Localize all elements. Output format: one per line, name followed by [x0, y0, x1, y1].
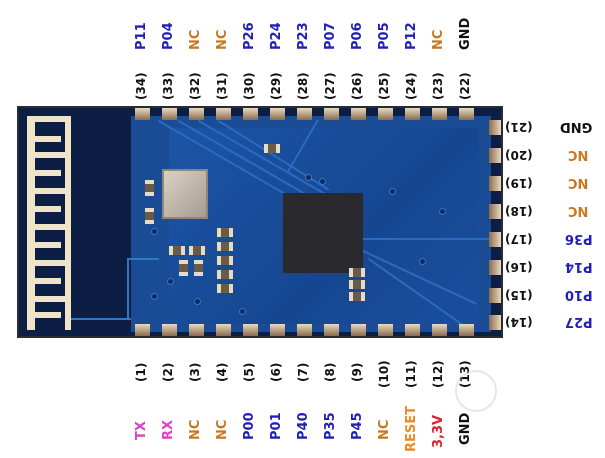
pin-label: NC — [568, 175, 589, 190]
pin-number: (22) — [458, 72, 472, 100]
pin-label: P06 — [350, 22, 365, 50]
pin-label: P01 — [269, 412, 284, 440]
pin-number: (26) — [350, 72, 364, 100]
pin-number: (19) — [505, 176, 533, 190]
pin-label: P24 — [269, 22, 284, 50]
pin-number: (12) — [431, 360, 445, 388]
pin-number: (2) — [161, 362, 175, 382]
pin-number: (32) — [188, 72, 202, 100]
pin-number: (3) — [188, 362, 202, 382]
capacitor — [145, 208, 154, 224]
capacitor — [145, 180, 154, 196]
pin-number: (11) — [404, 360, 418, 388]
pin-number: (29) — [269, 72, 283, 100]
pin-label: NC — [215, 29, 230, 50]
pin-number: (18) — [505, 204, 533, 218]
bluetooth-module-board — [17, 106, 503, 338]
pin-number: (27) — [323, 72, 337, 100]
pin-label: P36 — [565, 231, 593, 246]
resistor — [264, 144, 280, 153]
pin-label: GND — [458, 412, 473, 445]
copyright-watermark-icon — [455, 370, 497, 412]
pin-number: (23) — [431, 72, 445, 100]
pin-label: P00 — [242, 412, 257, 440]
pin-label: RESET — [404, 405, 419, 452]
capacitor — [179, 260, 188, 276]
resistor — [349, 292, 365, 301]
pcb-antenna-icon — [27, 116, 71, 330]
pin-label: P23 — [296, 22, 311, 50]
pin-number: (5) — [242, 362, 256, 382]
pin-number: (31) — [215, 72, 229, 100]
pin-label: P40 — [296, 412, 311, 440]
pin-label: GND — [560, 119, 593, 134]
resistor — [217, 228, 233, 237]
resistor — [189, 246, 205, 255]
pin-label: P35 — [323, 412, 338, 440]
pin-label: 3,3V — [431, 414, 446, 448]
pin-number: (30) — [242, 72, 256, 100]
pin-label: NC — [215, 419, 230, 440]
pin-label: NC — [377, 419, 392, 440]
pin-label: P26 — [242, 22, 257, 50]
pin-number: (14) — [505, 315, 533, 329]
pin-number: (4) — [215, 362, 229, 382]
pin-number: (34) — [134, 72, 148, 100]
resistor — [217, 256, 233, 265]
pin-number: (8) — [323, 362, 337, 382]
pin-number: (15) — [505, 288, 533, 302]
pin-label: P04 — [161, 22, 176, 50]
crystal-oscillator — [162, 169, 208, 219]
resistor — [349, 268, 365, 277]
pin-label: NC — [188, 29, 203, 50]
pin-label: P07 — [323, 22, 338, 50]
pin-number: (21) — [505, 120, 533, 134]
pin-number: (1) — [134, 362, 148, 382]
pin-number: (33) — [161, 72, 175, 100]
pin-label: P10 — [565, 287, 593, 302]
pin-number: (17) — [505, 232, 533, 246]
pin-label: GND — [458, 17, 473, 50]
pin-number: (20) — [505, 148, 533, 162]
pin-number: (7) — [296, 362, 310, 382]
pin-label: RX — [161, 419, 176, 440]
pin-number: (6) — [269, 362, 283, 382]
pin-number: (28) — [296, 72, 310, 100]
pin-number: (9) — [350, 362, 364, 382]
pin-label: P27 — [565, 314, 593, 329]
pin-label: P45 — [350, 412, 365, 440]
pin-number: (25) — [377, 72, 391, 100]
resistor — [349, 280, 365, 289]
pin-number: (16) — [505, 260, 533, 274]
resistor — [217, 242, 233, 251]
pin-label: P12 — [404, 22, 419, 50]
capacitor — [194, 260, 203, 276]
pin-label: TX — [134, 421, 149, 440]
resistor — [217, 270, 233, 279]
pin-label: P14 — [565, 259, 593, 274]
pin-label: P05 — [377, 22, 392, 50]
resistor — [169, 246, 185, 255]
pin-label: P11 — [134, 22, 149, 50]
pin-number: (24) — [404, 72, 418, 100]
pin-label: NC — [568, 203, 589, 218]
pin-label: NC — [188, 419, 203, 440]
pin-label: NC — [431, 29, 446, 50]
main-ic-chip — [283, 193, 363, 273]
pin-number: (10) — [377, 360, 391, 388]
pin-label: NC — [568, 147, 589, 162]
resistor — [217, 284, 233, 293]
